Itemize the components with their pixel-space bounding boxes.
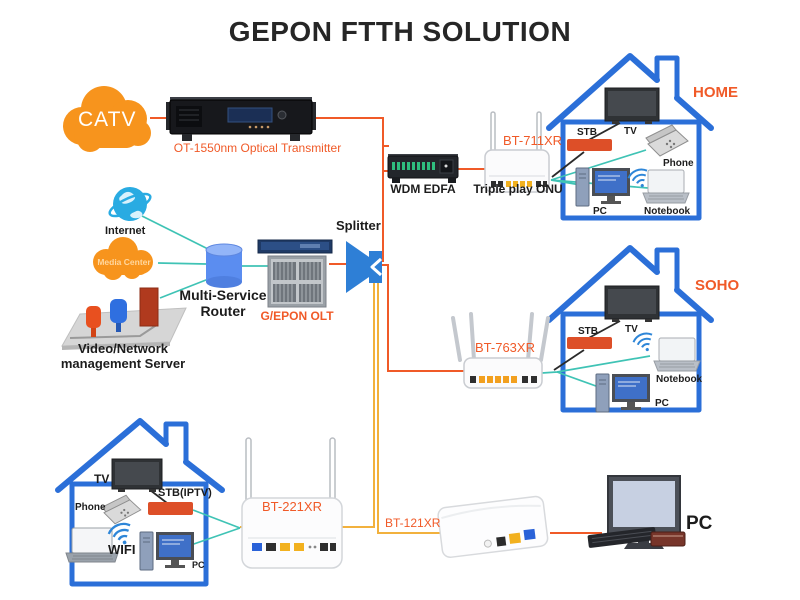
home-notebook-label: Notebook xyxy=(644,206,691,217)
h3-phone-icon xyxy=(101,494,142,525)
h3-laptop-icon xyxy=(65,527,119,563)
catv-cloud-label: CATV xyxy=(78,108,137,131)
home-notebook-icon xyxy=(642,169,690,204)
soho-tv-icon xyxy=(604,285,660,322)
bt221-model-label: BT-221XR xyxy=(262,499,322,514)
server-label-line2: management Server xyxy=(60,356,186,371)
router-label-line1: Multi-Service xyxy=(179,287,267,303)
line-internet-to-router xyxy=(141,215,215,253)
catv-cloud xyxy=(63,86,151,152)
h3-pc-label: PC xyxy=(192,560,205,570)
line-home-entry-to-stb xyxy=(551,151,585,178)
transmitter-label: OT-1550nm Optical Transmitter xyxy=(173,141,342,155)
server-label-line1: Video/Network xyxy=(77,341,169,356)
soho-stb-label: STB xyxy=(578,326,598,337)
olt-label: G/EPON OLT xyxy=(260,309,334,323)
soho-tv-label: TV xyxy=(625,324,638,335)
h3-tv-label: TV xyxy=(94,472,110,486)
edfa-label: WDM EDFA xyxy=(390,182,456,196)
bt711-router xyxy=(484,111,550,193)
optical-transmitter-device xyxy=(166,97,316,141)
splitter-icon xyxy=(346,241,382,293)
h3-stb-icon xyxy=(148,502,193,515)
desktop-pc-icon xyxy=(587,475,686,549)
home-label: HOME xyxy=(693,84,738,101)
pc-right-label: PC xyxy=(686,513,713,534)
page-title: GEPON FTTH SOLUTION xyxy=(228,16,572,47)
h3-pc-icon xyxy=(139,531,194,571)
onu711-label: Triple play ONU xyxy=(473,182,563,196)
h3-phone-label: Phone xyxy=(75,502,106,513)
h3-stb-label: STB(IPTV) xyxy=(158,487,212,499)
line-mediacenter-to-router xyxy=(157,262,207,265)
internet-globe-icon xyxy=(108,187,152,221)
line-bt221-to-pc xyxy=(187,527,241,547)
router-label-line2: Router xyxy=(200,303,246,319)
bt121-model-label: BT-121XR xyxy=(385,516,441,530)
h3-wifi-icon xyxy=(107,522,131,545)
home-stb-label: STB xyxy=(577,127,597,138)
h3-tv-icon xyxy=(111,458,163,492)
soho-label: SOHO xyxy=(695,277,740,294)
soho-wifi-icon xyxy=(632,332,653,352)
media-center-cloud xyxy=(93,237,153,280)
media-center-label: Media Center xyxy=(97,257,151,267)
soho-pc-icon xyxy=(595,373,650,413)
bt763-router xyxy=(451,312,550,389)
bt221-router xyxy=(241,437,343,569)
soho-pc-label: PC xyxy=(655,398,669,409)
gepon-olt-device xyxy=(257,239,333,308)
line-splitter-to-bt763 xyxy=(380,264,466,372)
multi-service-router-icon xyxy=(205,243,243,288)
soho-notebook-label: Notebook xyxy=(656,374,703,385)
wdm-edfa-device xyxy=(387,154,459,183)
home-pc-label: PC xyxy=(593,206,607,217)
management-server-icon xyxy=(61,287,187,350)
h3-wifi-label: WIFI xyxy=(108,542,136,557)
line-h3-tv-to-stb xyxy=(149,489,168,504)
home-tv-label: TV xyxy=(624,126,637,137)
home-pc-icon xyxy=(575,167,630,207)
home-phone-icon xyxy=(645,124,689,157)
line-server-to-router xyxy=(159,277,212,299)
home-wifi-icon xyxy=(627,168,648,188)
home-tv-icon xyxy=(604,87,660,124)
home-stb-icon xyxy=(567,139,612,151)
bt763-model-label: BT-763XR xyxy=(475,340,535,355)
soho-stb-icon xyxy=(567,337,612,349)
internet-label: Internet xyxy=(105,225,146,237)
soho-notebook-icon xyxy=(653,337,701,372)
line-bt221-to-stb xyxy=(192,509,241,529)
home-phone-label: Phone xyxy=(663,158,694,169)
line-soho-entry-to-stb xyxy=(553,349,585,371)
bt121-onu xyxy=(437,495,549,558)
line-onu-to-phone xyxy=(550,149,647,181)
splitter-label: Splitter xyxy=(336,218,381,233)
bt711-model-label: BT-711XR xyxy=(503,133,563,148)
